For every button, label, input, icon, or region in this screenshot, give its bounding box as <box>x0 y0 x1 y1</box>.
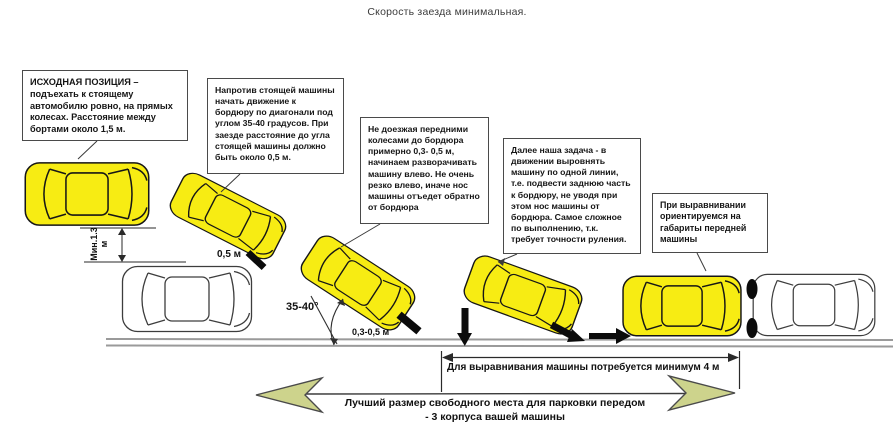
callout-diagonal-move: Напротив стоящей машины начать движение … <box>207 78 344 174</box>
chevron-right <box>666 374 736 412</box>
callout-orientation: При выравнивании ориентируемся на габари… <box>652 193 768 253</box>
label-min-side-gap: Мин.1.3 м <box>89 223 114 265</box>
parked-car-right-wheels <box>746 279 758 338</box>
curb-markers <box>245 249 631 346</box>
measure-min-gap <box>80 227 186 263</box>
marker-curb-gap <box>396 311 422 335</box>
marker-down-arrow <box>457 308 472 346</box>
label-entry-angle: 35-40° <box>286 301 319 313</box>
label-best-space-line2: - 3 корпуса вашей машины <box>425 411 565 423</box>
callout-start-position: ИСХОДНАЯ ПОЗИЦИЯ – подъехать к стоящему … <box>22 70 188 141</box>
parked-car-right <box>752 273 876 337</box>
yellow-car-stage1 <box>24 162 150 226</box>
callout-leaders <box>77 140 707 272</box>
chevron-left <box>255 376 325 414</box>
label-best-space-line1: Лучший размер свободного места для парко… <box>344 397 646 409</box>
entry-angle-arc <box>310 295 345 346</box>
label-align-distance: Для выравнивания машины потребуется мини… <box>447 362 720 373</box>
callout-straighten: Далее наша задача - в движении выровнять… <box>503 138 641 254</box>
marker-rear-align <box>549 321 585 342</box>
label-corner-gap: 0,5 м <box>217 249 242 260</box>
measure-align-distance <box>440 351 741 392</box>
parked-car-left <box>121 265 253 333</box>
best-space-arrow <box>255 374 736 414</box>
label-min-side-gap-unit: м <box>98 240 109 248</box>
yellow-car-stage4 <box>460 251 586 339</box>
label-curb-gap: 0,3-0,5 м <box>352 327 390 337</box>
callout-turn-left: Не доезжая передними колесами до бордюра… <box>360 117 489 224</box>
diagram-title: Скорость заезда минимальная. <box>367 6 527 18</box>
curb-line <box>105 338 894 348</box>
yellow-car-stage5 <box>622 275 742 337</box>
marker-corner-gap <box>245 249 267 271</box>
marker-forward-arrow <box>589 328 631 344</box>
